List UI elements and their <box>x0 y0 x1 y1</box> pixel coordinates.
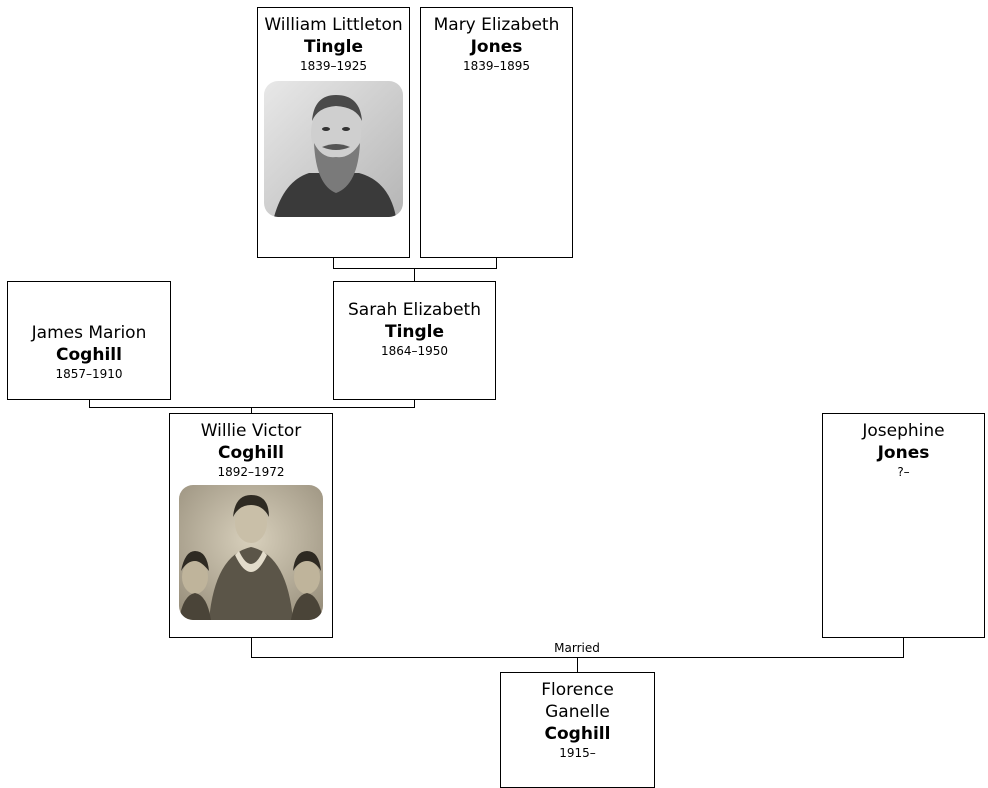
connector-line <box>251 407 252 413</box>
given-name: Mary Elizabeth <box>433 15 560 35</box>
life-dates: 1915– <box>559 746 596 760</box>
connector-line <box>414 399 415 408</box>
given-name: James Marion <box>31 323 147 343</box>
life-dates: 1892–1972 <box>217 465 285 479</box>
connector-line <box>903 637 904 658</box>
life-dates: 1839–1925 <box>299 59 368 73</box>
married-label: Married <box>554 641 600 655</box>
given-name: Josephine <box>862 421 945 441</box>
connector-line <box>496 257 497 269</box>
connector-line <box>577 657 578 672</box>
surname: Coghill <box>56 345 122 365</box>
person-card-josephine[interactable]: Josephine Jones ?– <box>822 413 985 638</box>
connector-line <box>333 257 334 269</box>
given-name: Sarah Elizabeth <box>347 300 481 320</box>
connector-line <box>414 268 415 282</box>
person-card-willie[interactable]: Willie Victor Coghill 1892–1972 <box>169 413 333 638</box>
person-card-william[interactable]: William Littleton Tingle 1839–1925 <box>257 7 410 258</box>
surname: Coghill <box>544 724 611 744</box>
given-name: Willie Victor <box>200 421 302 441</box>
connector-line <box>333 268 497 269</box>
surname: Coghill <box>218 443 284 463</box>
portrait-photo <box>264 81 403 217</box>
connector-line <box>89 407 415 408</box>
life-dates: 1864–1950 <box>380 344 449 358</box>
given-name: William Littleton <box>264 15 403 35</box>
connector-line <box>89 399 90 408</box>
surname: Jones <box>470 37 523 57</box>
connector-line <box>251 637 252 658</box>
life-dates: 1857–1910 <box>55 367 123 381</box>
life-dates: ?– <box>897 465 910 479</box>
given-name: Florence Ganelle <box>541 680 614 722</box>
surname: Tingle <box>303 37 364 57</box>
life-dates: 1839–1895 <box>462 59 531 73</box>
person-card-james[interactable]: James Marion Coghill 1857–1910 <box>7 281 171 400</box>
surname: Tingle <box>384 322 445 342</box>
person-card-mary[interactable]: Mary Elizabeth Jones 1839–1895 <box>420 7 573 258</box>
person-card-florence[interactable]: Florence Ganelle Coghill 1915– <box>500 672 655 788</box>
person-card-sarah[interactable]: Sarah Elizabeth Tingle 1864–1950 <box>333 281 496 400</box>
surname: Jones <box>877 443 930 463</box>
group-photo <box>179 485 323 620</box>
